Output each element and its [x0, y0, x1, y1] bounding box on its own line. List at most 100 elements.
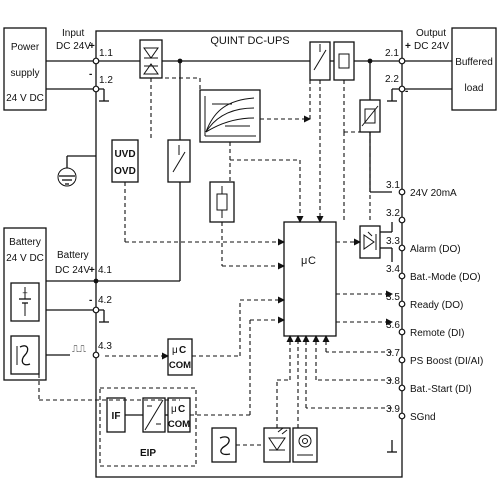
eip-if-label: IF [112, 411, 121, 422]
buffered-load-label-1: Buffered [455, 57, 493, 68]
battery-label-1: Battery [9, 237, 41, 248]
eip-label: EIP [140, 448, 156, 459]
terminal-3-4: 3.4 [386, 264, 400, 275]
ovd-label: OVD [114, 166, 136, 177]
terminal-circle-2-2 [398, 85, 406, 93]
battery-switch-block [167, 139, 191, 183]
terminal-3-8: 3.8 [386, 376, 400, 387]
bottom-button-block [292, 427, 318, 463]
terminal-4-2: 4.2 [98, 295, 112, 306]
terminal-circle-2-1 [398, 57, 406, 65]
output-plus: + [405, 41, 411, 52]
output-label-1: Output [416, 28, 446, 39]
shunt-block [209, 181, 235, 223]
terminal-3-9: 3.9 [386, 404, 400, 415]
battery-input-section: Battery DC 24V + - 4.1 4.2 4.3 [55, 250, 112, 352]
device-title: QUINT DC-UPS [210, 35, 289, 47]
terminal-circle-3-8 [398, 384, 406, 392]
com-mu: μ [172, 345, 178, 356]
signal-label-3-5: Ready (DO) [410, 300, 463, 311]
input-plus: + [89, 41, 95, 52]
battery-label-2: 24 V DC [6, 253, 44, 264]
terminal-4-1: 4.1 [98, 265, 112, 276]
bottom-led-block [263, 427, 291, 463]
input-section: Input DC 24V + - 1.1 1.2 [56, 28, 113, 86]
signal-label-3-9: SGnd [410, 412, 436, 423]
power-supply-label-1: Power [11, 42, 40, 53]
signal-label-3-8: Bat.-Start (DI) [410, 384, 472, 395]
eip-c: C [178, 404, 185, 415]
eip-group: IF μ C COM EIP [99, 387, 197, 467]
battery-cell-icon [19, 287, 31, 316]
signal-label-3-7: PS Boost (DI/AI) [410, 356, 483, 367]
battery-block: Battery 24 V DC + [3, 227, 47, 381]
output-section: Output DC 24V + - 2.1 2.2 [385, 28, 449, 97]
battery-input-label-1: Battery [57, 250, 89, 261]
power-supply-label-2: supply [11, 68, 40, 79]
mc-c: C [308, 255, 316, 267]
com-block: μ C COM [167, 338, 193, 376]
terminal-3-6: 3.6 [386, 320, 400, 331]
terminal-3-3: 3.3 [386, 236, 400, 247]
terminal-circle-3-6 [398, 328, 406, 336]
terminal-3-2: 3.2 [386, 208, 400, 219]
output-minus: - [405, 86, 408, 97]
power-switch-block [309, 41, 331, 81]
terminal-circle-4-2 [92, 306, 100, 314]
com-c: C [179, 345, 186, 356]
earth-ground-icon [57, 155, 96, 187]
signal-label-3-4: Bat.-Mode (DO) [410, 272, 481, 283]
current-sense-block [333, 41, 355, 81]
battery-input-plus: + [89, 265, 95, 276]
quint-dc-ups-housing [95, 30, 403, 478]
output-label-2: DC 24V [414, 41, 449, 52]
terminal-circle-3-7 [398, 356, 406, 364]
junction-dots [92, 57, 406, 359]
terminal-3-1: 3.1 [386, 180, 400, 191]
terminal-3-7: 3.7 [386, 348, 400, 359]
rectifier-block [139, 39, 163, 79]
signal-label-3-6: Remote (DI) [410, 328, 464, 339]
terminal-circle-3-4 [398, 272, 406, 280]
terminal-3-5: 3.5 [386, 292, 400, 303]
terminal-circle-3-9 [398, 412, 406, 420]
eip-com: COM [168, 419, 190, 430]
uvd-label: UVD [114, 149, 135, 160]
bottom-sensor-block [211, 427, 237, 463]
terminal-circle-3-2 [398, 216, 406, 224]
battery-input-label-2: DC 24V [55, 265, 90, 276]
terminal-circle-3-1 [398, 188, 406, 196]
input-label-2: DC 24V [56, 41, 91, 52]
battery-input-minus: - [89, 295, 92, 306]
terminal-4-3: 4.3 [98, 341, 112, 352]
pulse-symbol: ⎍⎍ [72, 344, 86, 355]
alarm-relay-block [359, 225, 381, 259]
buffered-load-block: Buffered load [451, 27, 497, 111]
power-supply-label-3: 24 V DC [6, 93, 44, 104]
terminal-1-1: 1.1 [99, 48, 113, 59]
input-minus: - [89, 69, 92, 80]
microcontroller-block: μ C [283, 221, 337, 337]
terminal-2-1: 2.1 [385, 48, 399, 59]
terminal-circle-1-2 [92, 85, 100, 93]
mc-mu: μ [301, 255, 307, 267]
temperature-sensor-icon [16, 345, 31, 366]
terminal-circle-1-1 [92, 57, 100, 65]
uvd-ovd-block: UVD OVD [111, 139, 139, 183]
signal-paths [38, 77, 393, 446]
terminal-circle-3-5 [398, 300, 406, 308]
eip-mu: μ [171, 404, 177, 415]
power-supply-block: Power supply 24 V DC [3, 27, 47, 111]
buffered-load-label-2: load [465, 83, 484, 94]
signal-label-3-1: 24V 20mA [410, 188, 457, 199]
signal-label-3-3: Alarm (DO) [410, 244, 461, 255]
terminal-2-2: 2.2 [385, 74, 399, 85]
characteristic-curve-block [199, 89, 261, 143]
terminal-circle-3-3 [398, 244, 406, 252]
terminal-circle-4-3 [92, 351, 100, 359]
terminal-1-2: 1.2 [99, 75, 113, 86]
output-monitor-block [359, 99, 381, 133]
input-label-1: Input [62, 28, 84, 39]
